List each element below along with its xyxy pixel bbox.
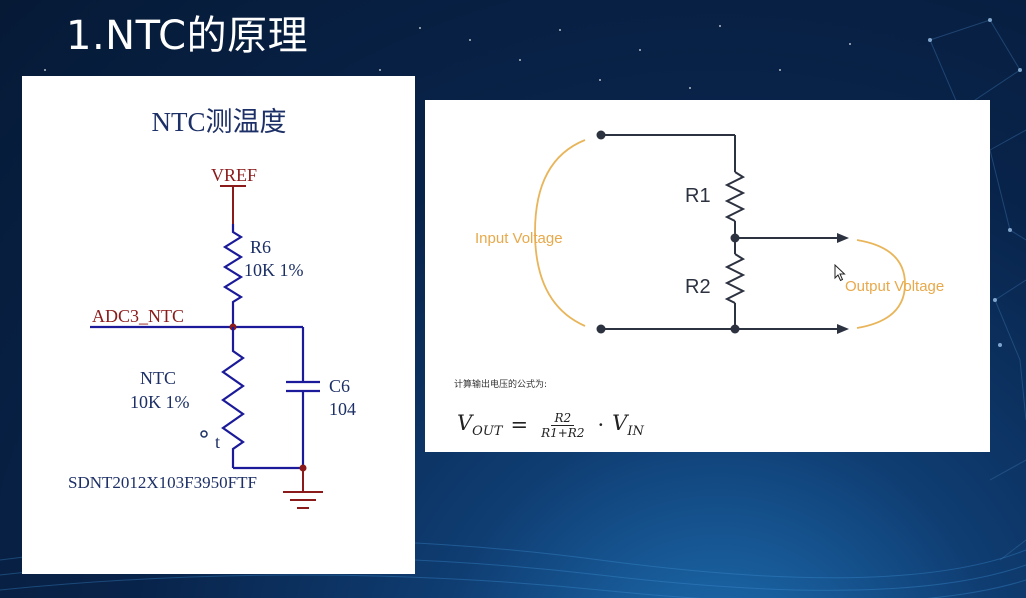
vref-power-symbol — [220, 185, 246, 224]
output-top-arrow-icon — [837, 233, 849, 243]
c6-value: 104 — [329, 399, 356, 419]
voltage-divider-panel: R1 R2 Input Voltage Output Voltage 计算输出电… — [425, 100, 990, 452]
thermal-degree-icon — [200, 430, 208, 438]
r6-name: R6 — [250, 237, 271, 257]
temperature-symbol: t — [215, 432, 220, 452]
r6-value: 10K 1% — [244, 260, 304, 280]
output-voltage-formula: VOUT = R2 R1+R2 · VIN — [457, 402, 644, 448]
r1-label: R1 — [685, 185, 711, 207]
output-bottom-arrow-icon — [837, 324, 849, 334]
formula-numerator: R2 — [551, 411, 575, 426]
formula-rhs-sub: IN — [627, 424, 644, 440]
mouse-pointer-icon — [834, 264, 846, 282]
ntc-thermistor — [221, 327, 245, 468]
input-voltage-label: Input Voltage — [475, 230, 563, 247]
formula-equals: = — [510, 413, 529, 437]
input-top-terminal — [596, 130, 606, 140]
ntc-value: 10K 1% — [130, 392, 190, 412]
formula-lhs-sub: OUT — [472, 424, 503, 440]
part-number: SDNT2012X103F3950FTF — [68, 473, 257, 492]
output-bracket — [856, 239, 906, 329]
voltage-divider-diagram: R1 R2 Input Voltage Output Voltage — [475, 130, 944, 334]
ntc-schematic: NTC测温度 VREF R6 10K 1% ADC3_NTC NTC 10K 1… — [68, 107, 356, 509]
c6-name: C6 — [329, 376, 350, 396]
formula-dot: · — [597, 413, 605, 437]
formula-denominator: R1+R2 — [541, 425, 585, 440]
r2-label: R2 — [685, 276, 711, 298]
mid-junction-dot — [730, 233, 740, 243]
formula-rhs-base: V — [612, 410, 628, 435]
output-voltage-label: Output Voltage — [845, 278, 944, 295]
bottom-junction-dot — [730, 324, 740, 334]
r2-resistor — [724, 253, 746, 304]
formula-lhs: VOUT — [457, 411, 502, 439]
ntc-schematic-panel: NTC测温度 VREF R6 10K 1% ADC3_NTC NTC 10K 1… — [22, 76, 415, 574]
schematic-title: NTC测温度 — [152, 107, 287, 137]
vref-label: VREF — [211, 165, 257, 185]
adc-net-label: ADC3_NTC — [92, 306, 184, 326]
formula-fraction: R2 R1+R2 — [538, 411, 587, 440]
r6-resistor — [222, 224, 244, 326]
r1-resistor — [724, 171, 746, 222]
input-bracket — [534, 139, 586, 327]
input-bottom-terminal — [596, 324, 606, 334]
c6-capacitor — [286, 327, 320, 468]
ground-icon — [283, 468, 323, 509]
ntc-name: NTC — [140, 368, 176, 388]
formula-lhs-base: V — [457, 410, 473, 435]
formula-caption: 计算输出电压的公式为: — [454, 380, 548, 390]
formula-rhs: VIN — [612, 411, 644, 439]
slide-title: 1.NTC的原理 — [66, 13, 309, 59]
